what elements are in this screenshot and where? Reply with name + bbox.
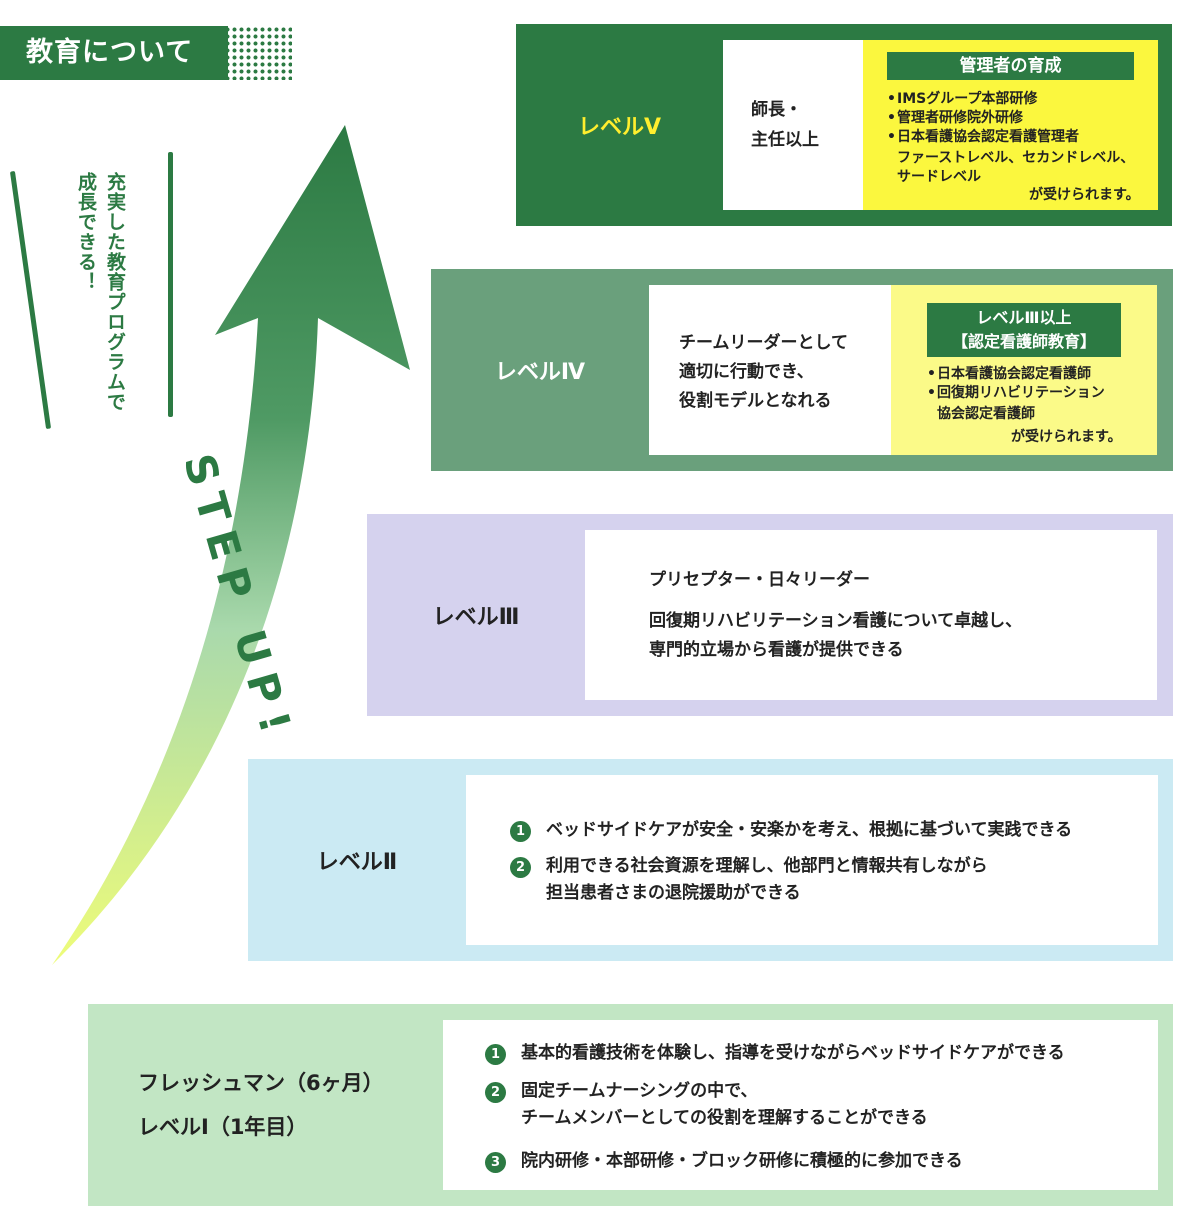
level-2-label: レベルⅡ xyxy=(316,850,398,875)
number-badge: 2 xyxy=(485,1082,506,1103)
level-3-line: プリセプター・日々リーダー xyxy=(649,570,870,590)
section-title: 教育について xyxy=(26,37,194,68)
level-5-bullet-cont: ファーストレベル、セカンドレベル、 xyxy=(897,150,1135,166)
level-5-bullet-cont: サードレベル xyxy=(897,169,981,185)
arrow-shape xyxy=(52,125,410,965)
level-1-content-box: 1 基本的看護技術を体験し、指導を受けながらベッドサイドケアができる 2 固定チ… xyxy=(443,1020,1158,1190)
level-3-content-box: プリセプター・日々リーダー 回復期リハビリテーション看護について卓越し、 専門的… xyxy=(585,530,1157,700)
tagline-line-right xyxy=(168,152,173,417)
number-badge: 1 xyxy=(485,1044,506,1065)
level-4-note: が受けられます。 xyxy=(1011,429,1122,445)
level-4-box-title: レベルⅢ以上 【認定看護師教育】 xyxy=(927,303,1121,357)
level-1-item: 3 院内研修・本部研修・ブロック研修に積極的に参加できる xyxy=(485,1148,963,1175)
level-4-role-line: 適切に行動でき、 xyxy=(679,362,814,382)
level-4-training-box: レベルⅢ以上 【認定看護師教育】 日本看護協会認定看護師 回復期リハビリテーショ… xyxy=(891,285,1157,455)
bullet-item: IMSグループ本部研修 xyxy=(887,90,1079,109)
level-3-line: 回復期リハビリテーション看護について卓越し、 xyxy=(649,611,1023,631)
level-5-box-title: 管理者の育成 xyxy=(887,52,1134,80)
item-text: 院内研修・本部研修・ブロック研修に積極的に参加できる xyxy=(521,1151,963,1171)
level-5-bullets: IMSグループ本部研修 管理者研修院外研修 日本看護協会認定看護管理者 xyxy=(887,90,1079,147)
level-4-box-title-line: 【認定看護師教育】 xyxy=(951,332,1096,351)
level-4-panel: レベルⅣ チームリーダーとして 適切に行動でき、 役割モデルとなれる レベルⅢ以… xyxy=(431,269,1173,471)
level-3-label: レベルⅢ xyxy=(432,605,520,630)
level-5-label: レベルⅤ xyxy=(577,115,662,140)
bullet-item: 回復期リハビリテーション xyxy=(927,384,1105,403)
level-2-content-box: 1 ベッドサイドケアが安全・安楽かを考え、根拠に基づいて実践できる 2 利用でき… xyxy=(466,775,1158,945)
header-bar xyxy=(0,26,228,80)
header-dots-pattern xyxy=(210,26,292,80)
level-1-label-line: レベルⅠ（1年目） xyxy=(138,1115,308,1139)
bullet-item: 日本看護協会認定看護師 xyxy=(927,365,1105,384)
item-text: 固定チームナーシングの中で、 xyxy=(521,1081,758,1101)
level-2-item: 1 ベッドサイドケアが安全・安楽かを考え、根拠に基づいて実践できる xyxy=(510,817,1072,844)
level-5-role-box: 師長・ 主任以上 xyxy=(723,40,863,210)
section-header: 教育について xyxy=(0,26,292,80)
number-badge: 1 xyxy=(510,821,531,842)
level-1-panel: フレッシュマン（6ヶ月） レベルⅠ（1年目） 1 基本的看護技術を体験し、指導を… xyxy=(88,1004,1173,1206)
item-text: 基本的看護技術を体験し、指導を受けながらベッドサイドケアができる xyxy=(521,1043,1065,1063)
level-5-role-line: 主任以上 xyxy=(751,130,819,150)
level-3-panel: レベルⅢ プリセプター・日々リーダー 回復期リハビリテーション看護について卓越し… xyxy=(367,514,1173,716)
level-4-bullet-cont: 協会認定看護師 xyxy=(937,406,1035,422)
number-badge: 2 xyxy=(510,857,531,878)
level-4-bullets: 日本看護協会認定看護師 回復期リハビリテーション xyxy=(927,365,1105,403)
item-text: ベッドサイドケアが安全・安楽かを考え、根拠に基づいて実践できる xyxy=(546,820,1073,840)
level-2-panel: レベルⅡ 1 ベッドサイドケアが安全・安楽かを考え、根拠に基づいて実践できる 2… xyxy=(248,759,1173,961)
level-1-item: 1 基本的看護技術を体験し、指導を受けながらベッドサイドケアができる xyxy=(485,1040,1065,1067)
item-text: チームメンバーとしての役割を理解することができる xyxy=(521,1108,928,1128)
growth-arrow xyxy=(52,125,410,965)
level-2-item: 2 利用できる社会資源を理解し、他部門と情報共有しながら 担当患者さまの退院援助… xyxy=(510,853,988,907)
level-5-role-line: 師長・ xyxy=(751,100,802,120)
level-4-box-title-line: レベルⅢ以上 xyxy=(976,308,1072,327)
item-text: 担当患者さまの退院援助ができる xyxy=(546,883,801,903)
level-4-role-box: チームリーダーとして 適切に行動でき、 役割モデルとなれる xyxy=(649,285,891,455)
level-5-panel: レベルⅤ 師長・ 主任以上 管理者の育成 IMSグループ本部研修 管理者研修院外… xyxy=(516,24,1172,226)
level-4-role-line: 役割モデルとなれる xyxy=(679,391,832,411)
tagline-line-2: 成長できる！ xyxy=(75,172,97,292)
level-4-role-line: チームリーダーとして xyxy=(679,333,848,353)
level-4-label: レベルⅣ xyxy=(494,360,586,385)
item-text: 利用できる社会資源を理解し、他部門と情報共有しながら xyxy=(546,856,988,876)
level-5-training-box: 管理者の育成 IMSグループ本部研修 管理者研修院外研修 日本看護協会認定看護管… xyxy=(863,40,1158,210)
bullet-item: 日本看護協会認定看護管理者 xyxy=(887,128,1079,147)
level-1-label-line: フレッシュマン（6ヶ月） xyxy=(138,1071,384,1095)
level-5-note: が受けられます。 xyxy=(1029,187,1140,203)
level-1-label: フレッシュマン（6ヶ月） レベルⅠ（1年目） xyxy=(88,1004,443,1206)
level-3-line: 専門的立場から看護が提供できる xyxy=(649,640,904,660)
level-1-item: 2 固定チームナーシングの中で、 チームメンバーとしての役割を理解することができ… xyxy=(485,1078,928,1132)
bullet-item: 管理者研修院外研修 xyxy=(887,109,1079,128)
tagline-line-1: 充実した教育プログラムで xyxy=(104,172,126,412)
number-badge: 3 xyxy=(485,1152,506,1173)
